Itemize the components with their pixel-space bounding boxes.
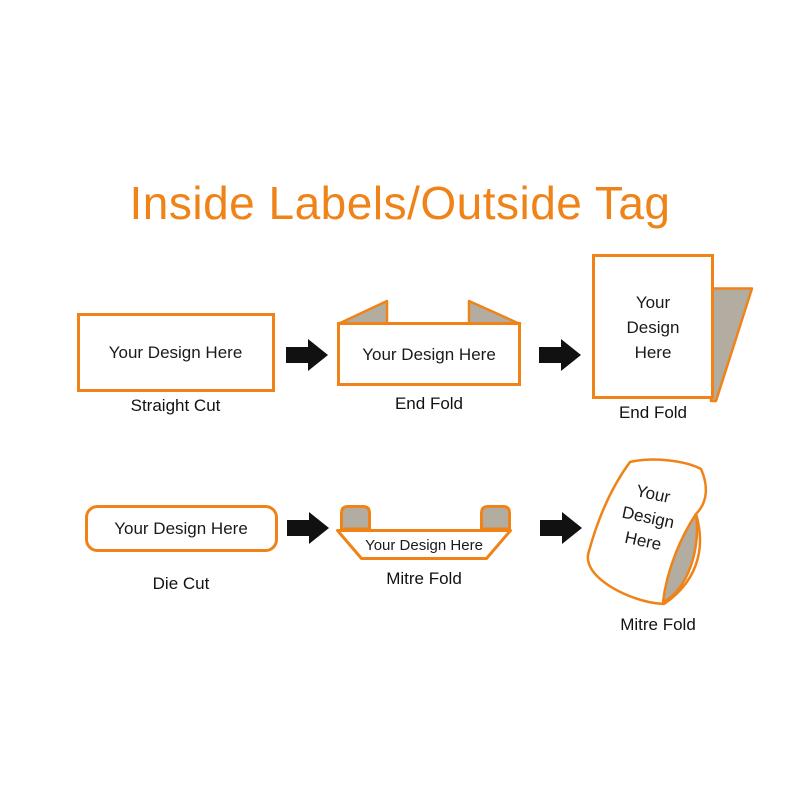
mitre-fold-left-tab-shape	[340, 505, 371, 531]
end-fold-back-flap-shape	[709, 287, 754, 403]
end-fold-right-tab-shape	[467, 299, 522, 326]
page-title: Inside Labels/Outside Tag	[129, 177, 671, 229]
die-cut-label-shape	[85, 505, 278, 552]
right-arrow-icon	[539, 339, 581, 371]
design-line: Here	[634, 343, 672, 362]
end-fold-folded-design-text: Your Design Here	[593, 290, 713, 365]
mitre-fold-flat-design-text: Your Design Here	[365, 537, 483, 554]
mitre-fold-curl-shape	[661, 512, 699, 604]
end-fold-flat-design-text: Your Design Here	[362, 345, 496, 364]
design-line: Design	[626, 318, 680, 337]
mitre-fold-flat-label-shape	[336, 529, 512, 560]
mitre-fold-folded-caption: Mitre Fold	[620, 615, 696, 634]
end-fold-flat-label-shape	[337, 322, 521, 386]
mitre-fold-right-tab-shape	[480, 505, 511, 531]
straight-cut-design-text: Your Design Here	[108, 343, 243, 362]
straight-cut-caption: Straight Cut	[130, 396, 221, 415]
die-cut-caption: Die Cut	[152, 574, 210, 593]
right-arrow-icon	[540, 512, 582, 544]
end-fold-folded-caption: End Fold	[618, 403, 688, 422]
end-fold-left-tab-shape	[336, 299, 389, 326]
straight-cut-label-shape	[77, 313, 275, 392]
right-arrow-icon	[287, 512, 329, 544]
end-fold-flat-caption: End Fold	[394, 394, 464, 413]
end-fold-folded-label-shape	[592, 254, 714, 399]
mitre-fold-flat-caption: Mitre Fold	[386, 569, 462, 588]
die-cut-design-text: Your Design Here	[114, 519, 248, 538]
right-arrow-icon	[286, 339, 328, 371]
design-line: Your	[635, 293, 671, 312]
